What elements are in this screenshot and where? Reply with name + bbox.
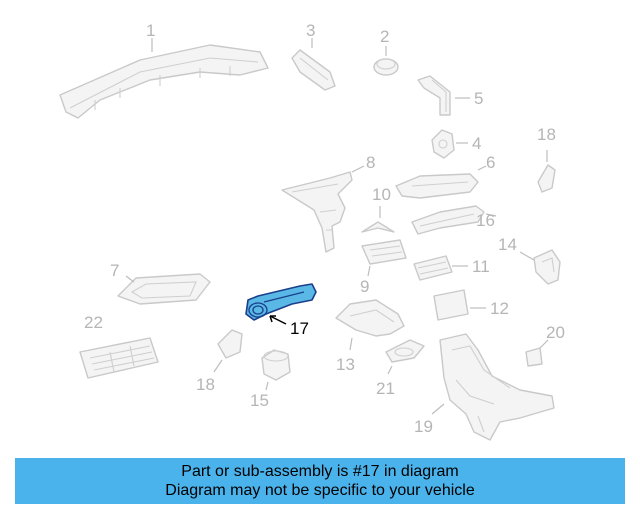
callout-9: 9 (360, 277, 369, 296)
callout-19: 19 (414, 417, 433, 436)
part-18-cap-lower: 18 (196, 329, 243, 394)
info-banner: Part or sub-assembly is #17 in diagram D… (15, 458, 625, 504)
callout-18-upper: 18 (537, 125, 556, 144)
callout-16: 16 (476, 211, 495, 230)
callout-3: 3 (306, 21, 315, 40)
callout-15: 15 (250, 391, 269, 410)
part-3-bracket: 3 (291, 21, 336, 91)
callout-12: 12 (490, 299, 509, 318)
part-1-dash-duct: 1 (59, 21, 269, 119)
callout-13: 13 (336, 355, 355, 374)
callout-7: 7 (110, 261, 119, 280)
callout-21: 21 (376, 379, 395, 398)
part-11-vent-grille: 11 (413, 255, 490, 281)
part-15-round-nozzle: 15 (250, 349, 291, 410)
part-14-round-vent: 14 (498, 235, 561, 285)
part-22-vent-assembly: 22 (79, 313, 159, 379)
callout-22: 22 (84, 313, 103, 332)
part-18-cap-upper: 18 (537, 125, 556, 193)
parts-diagram: 1 3 2 5 4 18 8 (59, 21, 565, 441)
callout-8: 8 (366, 153, 375, 172)
callout-1: 1 (146, 21, 155, 40)
callout-14: 14 (498, 235, 517, 254)
part-12-block: 12 (433, 289, 509, 321)
callout-20: 20 (546, 323, 565, 342)
part-9-center-vent: 9 (360, 239, 407, 296)
callout-18-lower: 18 (196, 375, 215, 394)
part-8-defroster-duct: 8 (281, 153, 375, 253)
part-16-side-duct: 16 (411, 205, 497, 235)
banner-line-1: Part or sub-assembly is #17 in diagram (181, 463, 459, 480)
callout-5: 5 (474, 89, 483, 108)
banner-line-2: Diagram may not be specific to your vehi… (165, 482, 475, 499)
part-2-vent-cap: 2 (373, 27, 399, 76)
callout-10: 10 (372, 185, 391, 204)
callout-6: 6 (486, 153, 495, 172)
callout-11: 11 (472, 257, 490, 276)
callout-17: 17 (290, 319, 309, 338)
part-4-connector: 4 (431, 129, 481, 159)
callout-2: 2 (380, 27, 389, 46)
part-5-elbow-hose: 5 (417, 75, 483, 116)
part-19-floor-duct: 19 (414, 333, 555, 441)
part-10-clip: 10 (361, 185, 395, 233)
part-21-ring: 21 (376, 339, 425, 398)
part-20-pad: 20 (525, 323, 565, 367)
part-17-highlighted-duct: 17 (245, 283, 317, 338)
part-13-housing: 13 (335, 299, 405, 374)
part-6-vent-panel: 6 (395, 153, 495, 199)
callout-4: 4 (472, 134, 481, 153)
part-7-tray: 7 (110, 261, 211, 305)
